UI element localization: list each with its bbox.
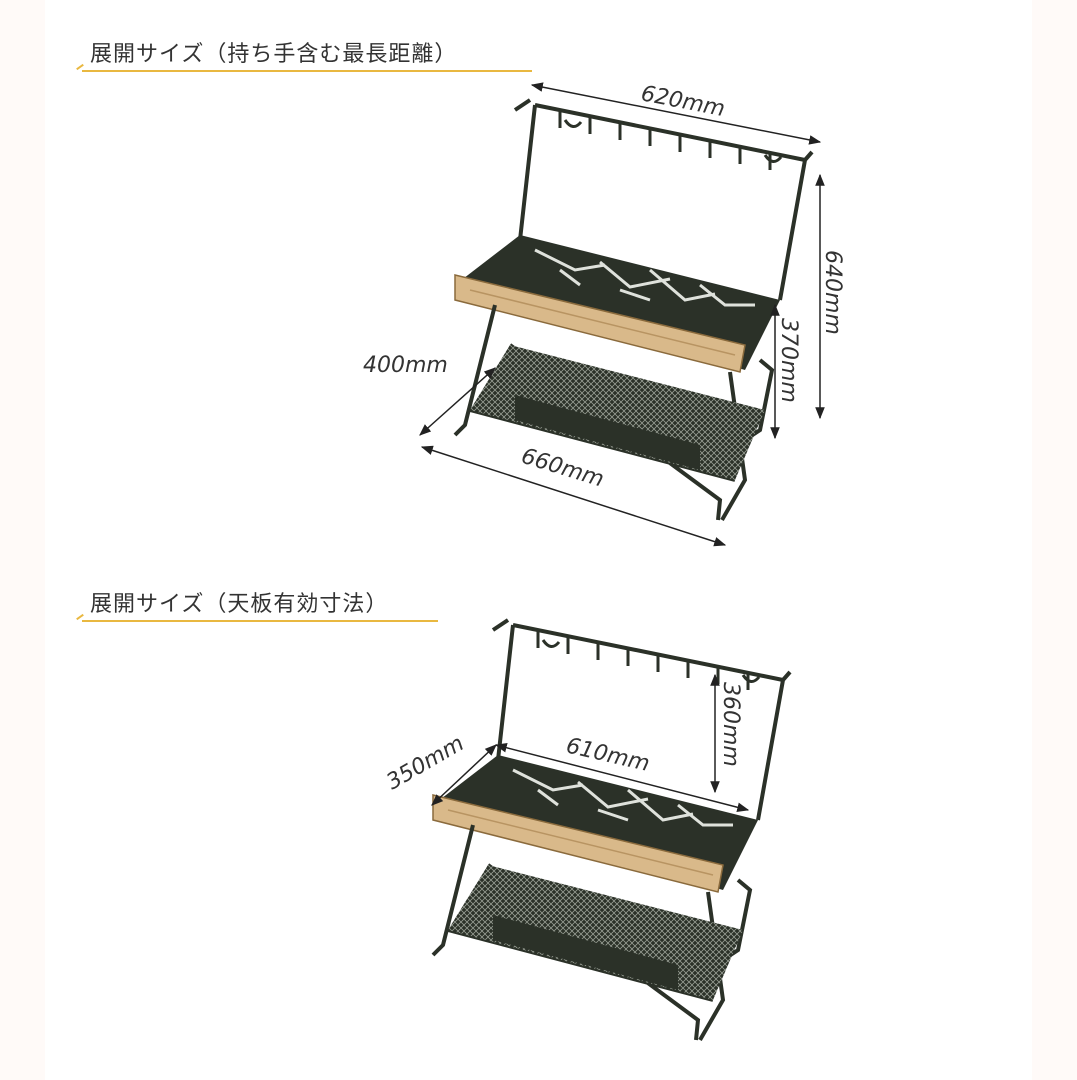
right-margin xyxy=(1032,0,1077,1080)
rack-illustration-1 xyxy=(453,98,814,522)
dim-arrow-depth-2 xyxy=(431,744,497,806)
dim-label-height-2: 360mm xyxy=(718,682,743,767)
section-title-2: 展開サイズ（天板有効寸法） xyxy=(90,592,389,617)
dim-label-height-total: 640mm xyxy=(820,250,845,335)
dim-label-height-shelf: 370mm xyxy=(776,318,801,403)
dim-label-depth: 400mm xyxy=(363,353,448,378)
title-underline-1 xyxy=(82,70,532,72)
dim-arrow-width-bottom xyxy=(420,445,727,547)
dim-arrow-depth xyxy=(419,367,496,436)
section-title-1: 展開サイズ（持ち手含む最長距離） xyxy=(90,42,458,67)
dim-arrow-width-2 xyxy=(494,743,750,812)
dim-label-depth-2: 350mm xyxy=(383,731,469,795)
dim-label-width-2: 610mm xyxy=(564,733,652,776)
dim-label-width-top: 620mm xyxy=(639,81,727,122)
left-margin xyxy=(0,0,45,1080)
title-underline-2 xyxy=(82,620,438,622)
dim-label-width-bottom: 660mm xyxy=(518,444,606,493)
dim-arrow-width-top xyxy=(530,82,822,145)
